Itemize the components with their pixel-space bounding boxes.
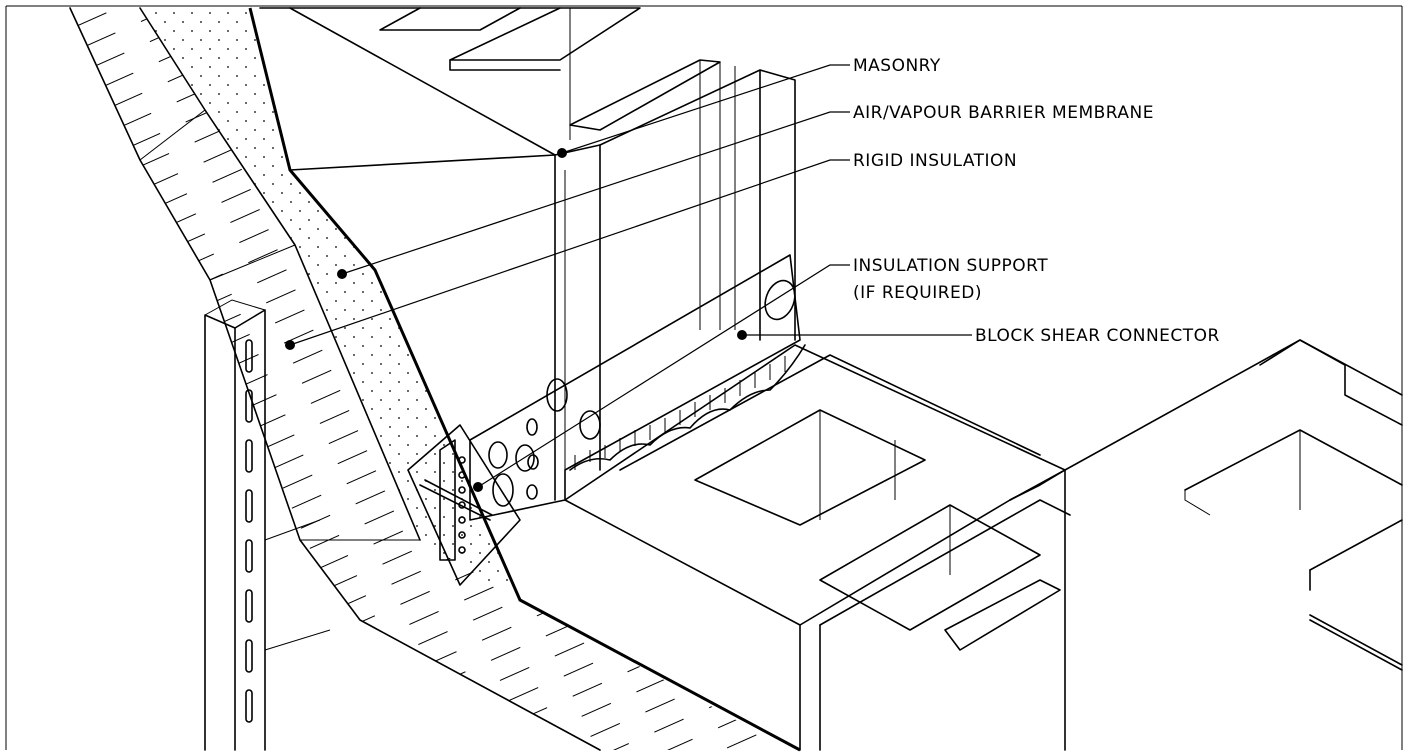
masonry-block-lower [564, 344, 1071, 751]
leader-block-shear-connector [737, 330, 972, 340]
air-vapour-barrier-band [139, 7, 801, 752]
label-block-shear-connector: BLOCK SHEAR CONNECTOR [975, 326, 1220, 346]
insulation-support-clip [407, 424, 521, 586]
label-rigid-insulation: RIGID INSULATION [853, 151, 1017, 171]
leader-air-vapour-barrier [337, 111, 850, 279]
label-insulation-support: INSULATION SUPPORT [853, 256, 1048, 276]
leader-masonry [557, 64, 850, 158]
channel-slots [245, 339, 253, 723]
leader-rigid-insulation [285, 159, 850, 350]
slotted-channel [204, 299, 331, 751]
label-air-vapour-barrier: AIR/VAPOUR BARRIER MEMBRANE [853, 103, 1154, 123]
label-masonry: MASONRY [853, 56, 941, 76]
masonry-block-upper [259, 7, 796, 501]
block-shear-connector-plate [469, 254, 806, 521]
rigid-insulation-board [69, 7, 790, 751]
leader-insulation-support [473, 264, 850, 492]
masonry-block-right [1064, 339, 1403, 671]
drawing-frame [5, 5, 1403, 750]
label-insulation-support-note: (IF REQUIRED) [853, 283, 982, 303]
